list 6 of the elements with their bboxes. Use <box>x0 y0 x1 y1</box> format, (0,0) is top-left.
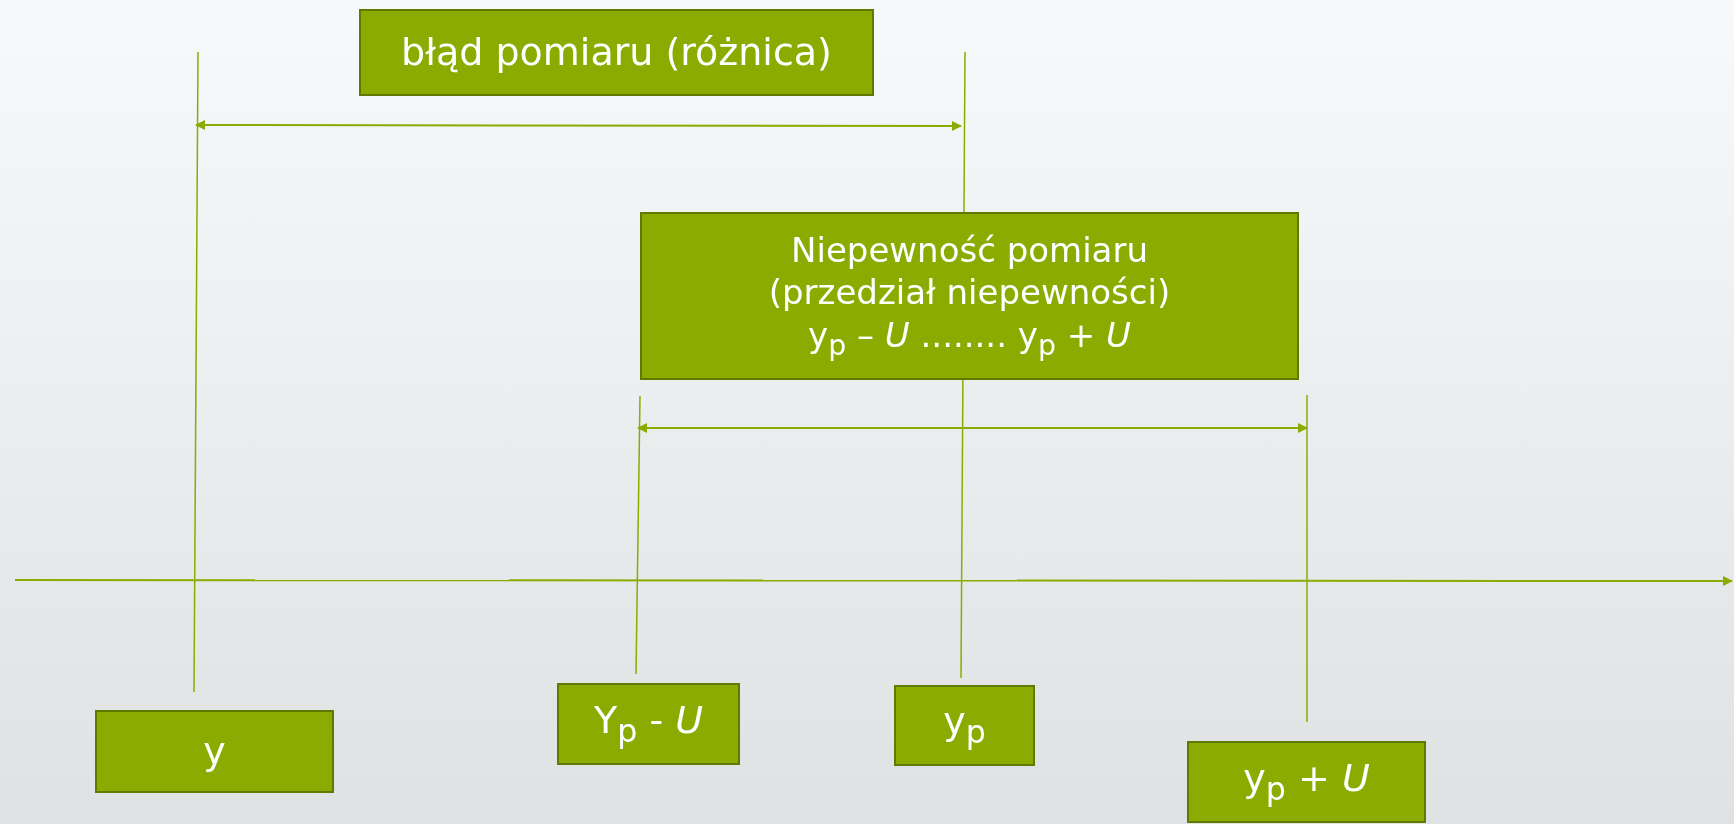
text-box: y <box>95 710 334 793</box>
text-box: błąd pomiaru (różnica) <box>359 9 874 96</box>
text-box: y$_{p}$ + U <box>1187 741 1426 823</box>
text-box: Niepewność pomiaru (przedział niepewności) y$_{p}$ – U ........ y$_{p}$ + U <box>640 212 1299 380</box>
text-box: Y$_{p}$ - U <box>557 683 740 765</box>
text-box: y$_{p}$ <box>894 685 1035 766</box>
